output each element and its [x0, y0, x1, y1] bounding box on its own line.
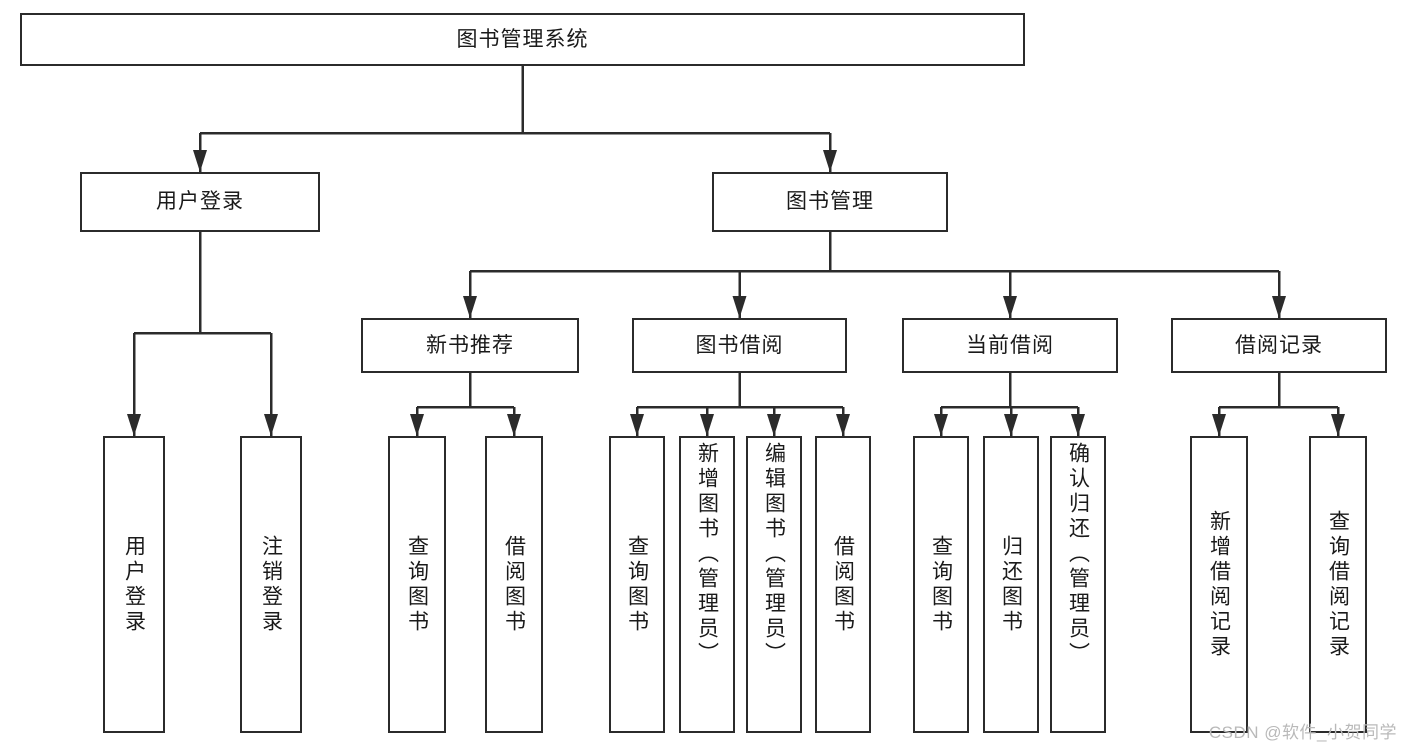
edge-arrowhead-icon — [630, 414, 644, 436]
node-label: 查询借阅记录 — [1326, 509, 1350, 660]
edge-arrowhead-icon — [1004, 414, 1018, 436]
node-leaf-query-book-3: 查询图书 — [913, 436, 969, 733]
node-leaf-confirm-return: 确认归还（管理员） — [1050, 436, 1106, 733]
node-leaf-query-record: 查询借阅记录 — [1309, 436, 1367, 733]
edge-arrowhead-icon — [264, 414, 278, 436]
edge-arrowhead-icon — [127, 414, 141, 436]
node-book-borrow: 图书借阅 — [632, 318, 847, 373]
node-label: 用户登录 — [156, 190, 244, 214]
edge-arrowhead-icon — [1071, 414, 1085, 436]
node-label: 图书管理 — [786, 190, 874, 214]
node-new-book-rec: 新书推荐 — [361, 318, 579, 373]
node-leaf-return-book: 归还图书 — [983, 436, 1039, 733]
edge-arrowhead-icon — [934, 414, 948, 436]
node-label: 当前借阅 — [966, 333, 1054, 357]
node-label: 归还图书 — [999, 534, 1023, 635]
node-leaf-user-logout: 注销登录 — [240, 436, 302, 733]
node-label: 新增图书（管理员） — [695, 442, 719, 667]
node-label: 确认归还（管理员） — [1066, 442, 1090, 667]
watermark-text: CSDN @软件_小贺同学 — [1208, 723, 1397, 742]
edge-arrowhead-icon — [823, 150, 837, 172]
edge-arrowhead-icon — [836, 414, 850, 436]
node-leaf-add-book: 新增图书（管理员） — [679, 436, 735, 733]
node-leaf-borrow-book-1: 借阅图书 — [485, 436, 543, 733]
node-label: 新书推荐 — [426, 333, 514, 357]
node-leaf-edit-book: 编辑图书（管理员） — [746, 436, 802, 733]
node-user-login: 用户登录 — [80, 172, 320, 232]
edge-arrowhead-icon — [193, 150, 207, 172]
edge-arrowhead-icon — [1331, 414, 1345, 436]
edge-arrowhead-icon — [700, 414, 714, 436]
edge-arrowhead-icon — [767, 414, 781, 436]
node-label: 借阅图书 — [831, 534, 855, 635]
node-label: 借阅图书 — [502, 534, 526, 635]
node-leaf-query-book-2: 查询图书 — [609, 436, 665, 733]
node-label: 查询图书 — [929, 534, 953, 635]
node-label: 图书借阅 — [695, 333, 784, 357]
node-leaf-user-login: 用户登录 — [103, 436, 165, 733]
node-leaf-add-record: 新增借阅记录 — [1190, 436, 1248, 733]
node-label: 新增借阅记录 — [1207, 509, 1231, 660]
node-leaf-borrow-book-2: 借阅图书 — [815, 436, 871, 733]
node-label: 注销登录 — [259, 534, 283, 635]
node-label: 查询图书 — [405, 534, 429, 635]
node-book-mgmt: 图书管理 — [712, 172, 948, 232]
edge-arrowhead-icon — [507, 414, 521, 436]
node-current-borrow: 当前借阅 — [902, 318, 1118, 373]
edge-arrowhead-icon — [463, 296, 477, 318]
node-root: 图书管理系统 — [20, 13, 1025, 66]
node-label: 查询图书 — [625, 534, 649, 635]
node-leaf-query-book-1: 查询图书 — [388, 436, 446, 733]
edge-arrowhead-icon — [1212, 414, 1226, 436]
node-label: 借阅记录 — [1235, 333, 1323, 357]
edge-arrowhead-icon — [1003, 296, 1017, 318]
node-label: 图书管理系统 — [456, 27, 589, 51]
node-label: 编辑图书（管理员） — [762, 442, 786, 667]
node-label: 用户登录 — [122, 534, 146, 635]
edge-arrowhead-icon — [732, 296, 747, 318]
edge-arrowhead-icon — [1272, 296, 1286, 318]
node-borrow-record: 借阅记录 — [1171, 318, 1387, 373]
edge-arrowhead-icon — [410, 414, 424, 436]
